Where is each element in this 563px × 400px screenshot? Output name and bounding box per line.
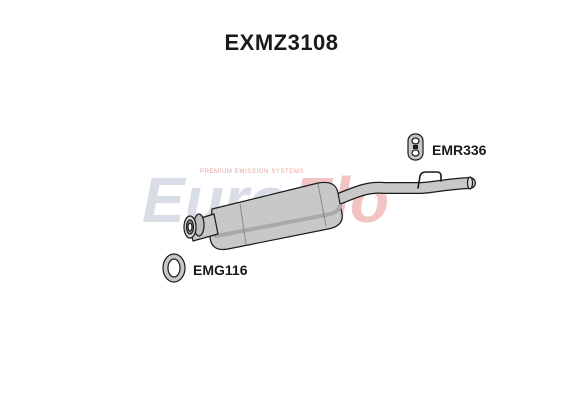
gasket-ring-icon bbox=[162, 253, 186, 283]
rubber-hanger-icon bbox=[407, 133, 424, 161]
page-title: EXMZ3108 bbox=[224, 30, 339, 55]
part-label-gasket: EMG116 bbox=[193, 262, 248, 278]
part-label-hanger: EMR336 bbox=[432, 142, 487, 158]
watermark-tagline: PREMIUM EMISSION SYSTEMS bbox=[200, 169, 305, 175]
exhaust-silencer-icon bbox=[183, 171, 476, 251]
